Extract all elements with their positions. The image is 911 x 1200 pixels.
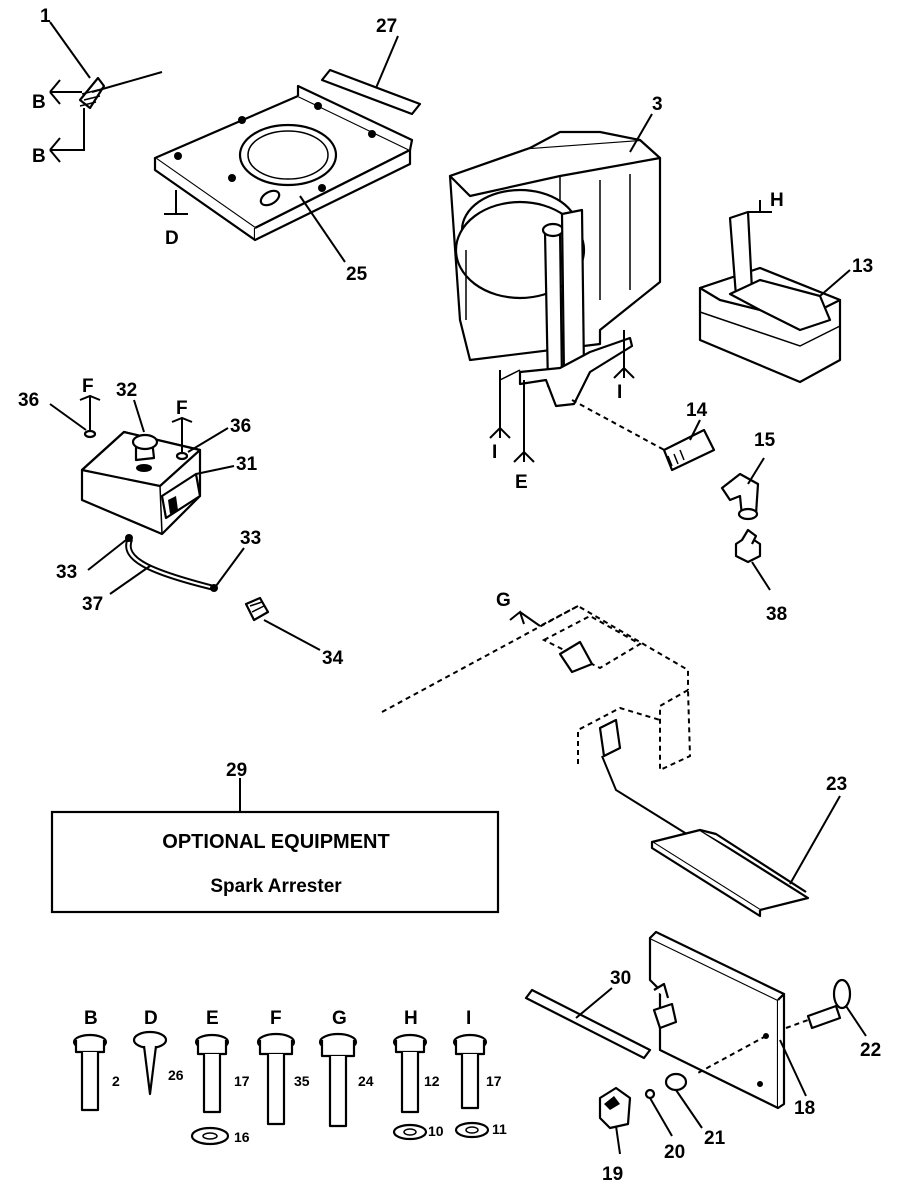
- part-3-engine: [448, 113, 662, 408]
- callout-20: 20: [664, 1142, 685, 1163]
- part-34-filter: [244, 596, 321, 651]
- callout-11: 11: [492, 1121, 507, 1137]
- callout-15: 15: [754, 430, 776, 451]
- callout-2: 2: [112, 1073, 120, 1089]
- fastener-key-f: F: [270, 1008, 282, 1029]
- callout-19: 19: [602, 1164, 623, 1185]
- part-15-elbow: [720, 457, 765, 521]
- callout-32: 32: [116, 380, 137, 401]
- frame-outline: [381, 604, 692, 772]
- callout-38: 38: [766, 604, 787, 625]
- callout-18: 18: [794, 1098, 815, 1119]
- letter-i-left: I: [492, 442, 497, 463]
- fastener-key-d: D: [144, 1008, 158, 1029]
- callout-35: 35: [294, 1073, 310, 1089]
- callout-22: 22: [860, 1040, 881, 1061]
- callout-23: 23: [826, 774, 847, 795]
- letter-d: D: [165, 228, 179, 249]
- letter-b-upper: B: [32, 92, 46, 113]
- fastener-key-g: G: [332, 1008, 347, 1029]
- callout-17-i: 17: [486, 1073, 502, 1089]
- letter-g: G: [496, 590, 511, 611]
- callout-14: 14: [686, 400, 708, 421]
- callout-27: 27: [376, 16, 397, 37]
- callout-31: 31: [236, 454, 258, 475]
- part-32-cap-pointer: [133, 399, 145, 433]
- part-22-bolt: [785, 978, 867, 1037]
- part-31-fuel-tank: [80, 430, 235, 536]
- part-23-heat-shield: [601, 755, 841, 918]
- callout-17-e: 17: [234, 1073, 250, 1089]
- part-25-mounting-plate: [153, 84, 414, 263]
- callout-33-right: 33: [240, 528, 261, 549]
- part-1-throttle-bracket: [49, 21, 163, 163]
- letter-e: E: [515, 472, 528, 493]
- part-38-fitting: [734, 528, 771, 591]
- part-36-washers: [49, 394, 229, 461]
- callout-21: 21: [704, 1128, 726, 1149]
- part-30-bar: [524, 987, 652, 1060]
- callout-13: 13: [852, 256, 873, 277]
- letter-f-right: F: [176, 398, 188, 419]
- callout-37: 37: [82, 594, 103, 615]
- letter-b-lower: B: [32, 146, 46, 167]
- fastener-d: [132, 1030, 168, 1096]
- fastener-key-b: B: [84, 1008, 98, 1029]
- callout-36-left: 36: [18, 390, 39, 411]
- part-14-pipe: [571, 399, 716, 472]
- optional-equipment-title: OPTIONAL EQUIPMENT: [162, 831, 389, 853]
- callout-33-left: 33: [56, 562, 77, 583]
- fastener-h: [392, 1033, 428, 1141]
- part-18-bracket-plate: [648, 930, 807, 1110]
- engine-mount-markers: [489, 330, 635, 463]
- callout-26: 26: [168, 1067, 184, 1083]
- fastener-f: [256, 1032, 296, 1126]
- letter-f-left: F: [82, 376, 94, 397]
- fastener-g: [318, 1032, 358, 1128]
- part-37-fuel-line: [87, 534, 245, 595]
- callout-10: 10: [428, 1123, 444, 1139]
- fastener-b: [72, 1033, 108, 1112]
- letter-h: H: [770, 190, 784, 211]
- callout-30: 30: [610, 968, 631, 989]
- fastener-key-e: E: [206, 1008, 219, 1029]
- callout-24: 24: [358, 1073, 374, 1089]
- callout-25: 25: [346, 264, 368, 285]
- part-19-20-21-hardware: [598, 1035, 767, 1155]
- callout-29: 29: [226, 760, 247, 781]
- callout-3: 3: [652, 94, 663, 115]
- letter-i-right: I: [617, 382, 622, 403]
- fastener-key-h: H: [404, 1008, 418, 1029]
- part-27-strip: [320, 35, 422, 116]
- part-13-muffler: [698, 200, 851, 384]
- callout-12: 12: [424, 1073, 440, 1089]
- callout-36-right: 36: [230, 416, 251, 437]
- part-29-optional-equipment: [50, 778, 500, 914]
- fastener-i: [452, 1033, 490, 1139]
- fastener-e: [190, 1033, 230, 1146]
- fastener-key-i: I: [466, 1008, 471, 1029]
- callout-34: 34: [322, 648, 344, 669]
- callout-16: 16: [234, 1129, 250, 1145]
- optional-equipment-subtitle: Spark Arrester: [210, 876, 342, 897]
- callout-1: 1: [40, 6, 51, 27]
